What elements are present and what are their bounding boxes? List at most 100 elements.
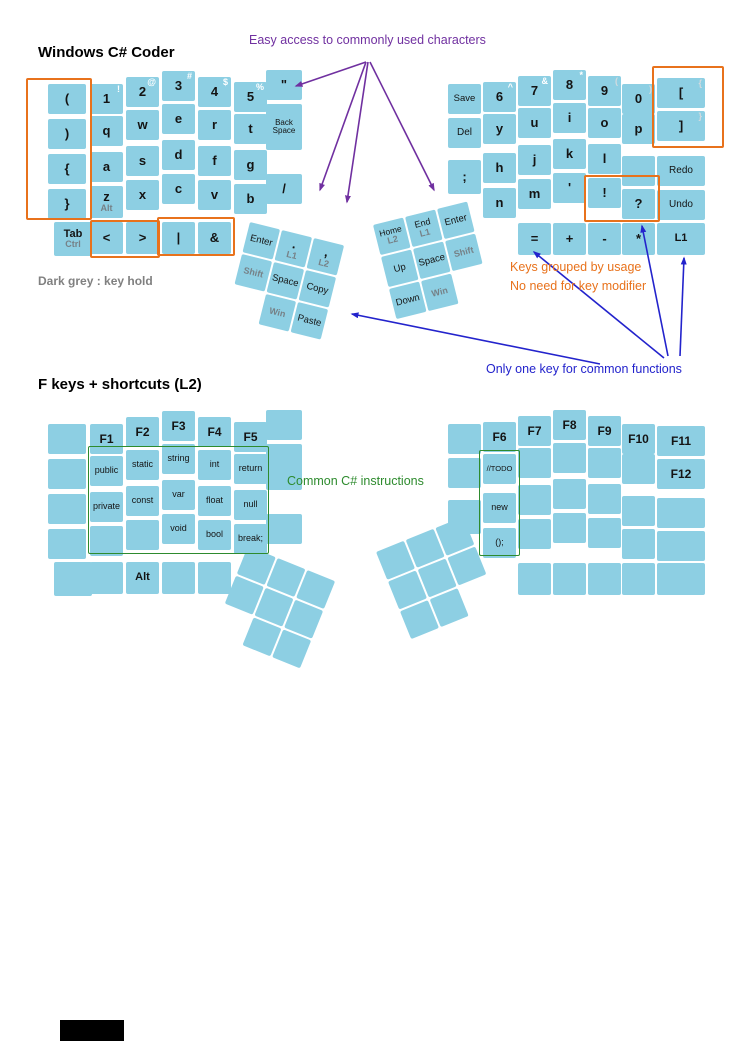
key-legend: F4 [207,424,222,439]
key-legend: string [167,453,190,464]
key-blank [553,479,586,509]
key-blank [448,424,481,454]
key-b: b [234,184,267,214]
key-legend: Alt [135,571,150,584]
key-legend: F9 [597,423,612,438]
key-legend: new [491,502,508,513]
note-one-key: Only one key for common functions [486,362,682,376]
key-blank [622,563,655,595]
shifted-legend: # [186,71,192,81]
key-private: private [90,492,123,522]
key-k: k [553,139,586,169]
key-blank [657,563,705,595]
key-h: h [483,153,516,183]
key-y: y [483,114,516,144]
key-legend: q [102,123,111,139]
key-legend: F2 [135,424,150,439]
shifted-legend: @ [147,77,156,87]
key-n: n [483,188,516,218]
key-legend: x [138,187,147,203]
key-legend: - [602,231,607,247]
key-o: o [588,108,621,138]
key-5: %5 [234,82,267,112]
key-legend: c [174,181,183,197]
key-legend: (); [495,537,504,548]
key-minus: - [588,223,621,255]
shifted-legend: } [698,111,702,121]
key-legend: 1 [102,91,111,107]
key-legend: Del [456,126,472,138]
key-legend: { [64,161,70,177]
key-blank [90,562,123,594]
key-legend: g [246,157,255,173]
key-legend: static [131,459,153,470]
key-f12: F12 [657,459,705,489]
key-legend: F11 [670,433,691,448]
key-d: d [162,140,195,170]
key-legend: v [210,187,219,203]
note-no-modifier: No need for key modifier [510,279,647,293]
key-blank [588,484,621,514]
key-legend: = [530,231,539,247]
key-legend: private [92,501,120,512]
key-legend: break; [237,533,263,544]
key-legend: var [172,489,185,500]
key-public: public [90,456,123,486]
key-close-brace: } [48,189,86,219]
key-m: m [518,179,551,209]
key-legend: float [205,495,223,506]
key-legend: m [528,186,541,202]
key-f3: F3 [162,411,195,441]
key-legend: const [131,495,154,506]
key-plus: + [553,223,586,255]
key-save: Save [448,84,481,114]
highlight-pipe-ampersand-keys [157,217,235,256]
highlight-exclamation-question-keys [584,175,660,222]
key-close-paren: ) [48,119,86,149]
key-legend: Tab [63,227,83,240]
key-legend: ] [678,118,684,134]
hold-legend: Ctrl [65,239,81,250]
key-t: t [234,114,267,144]
shifted-legend: * [579,70,583,80]
shifted-legend: & [541,76,549,86]
key-del: Del [448,118,481,148]
key-legend: F6 [492,429,507,444]
note-grouped-usage: Keys grouped by usage [510,260,642,274]
key-blank [126,520,159,550]
key-legend: [ [678,85,684,101]
key-f: f [198,146,231,176]
key-legend: ) [64,126,70,142]
key-legend: L1 [674,232,688,245]
key-undo: Undo [657,190,705,220]
key-close-bracket: }] [657,111,705,141]
key-f8: F8 [553,410,586,440]
key-legend: Save [453,93,476,105]
key-todo-comment: //TODO [483,454,516,484]
key-legend: 3 [174,78,183,94]
key-exclamation: ! [588,178,621,208]
key-1: !1 [90,84,123,114]
key-open-brace: { [48,154,86,184]
key-blank [48,494,86,524]
key-legend: bool [205,529,223,540]
key-blank [553,563,586,595]
shifted-legend: { [698,78,702,88]
key-f4: F4 [198,417,231,447]
key-8: *8 [553,70,586,100]
key-legend: 4 [210,84,219,100]
key-blank [518,519,551,549]
key-4: $4 [198,77,231,107]
key-legend: y [495,121,504,137]
note-key-hold: Dark grey : key hold [38,274,153,288]
key-f10: F10 [622,424,655,454]
key-blank [553,513,586,543]
key-blank [518,563,551,595]
key-const: const [126,486,159,516]
key-blank [518,448,551,478]
key-f1: F1 [90,424,123,454]
